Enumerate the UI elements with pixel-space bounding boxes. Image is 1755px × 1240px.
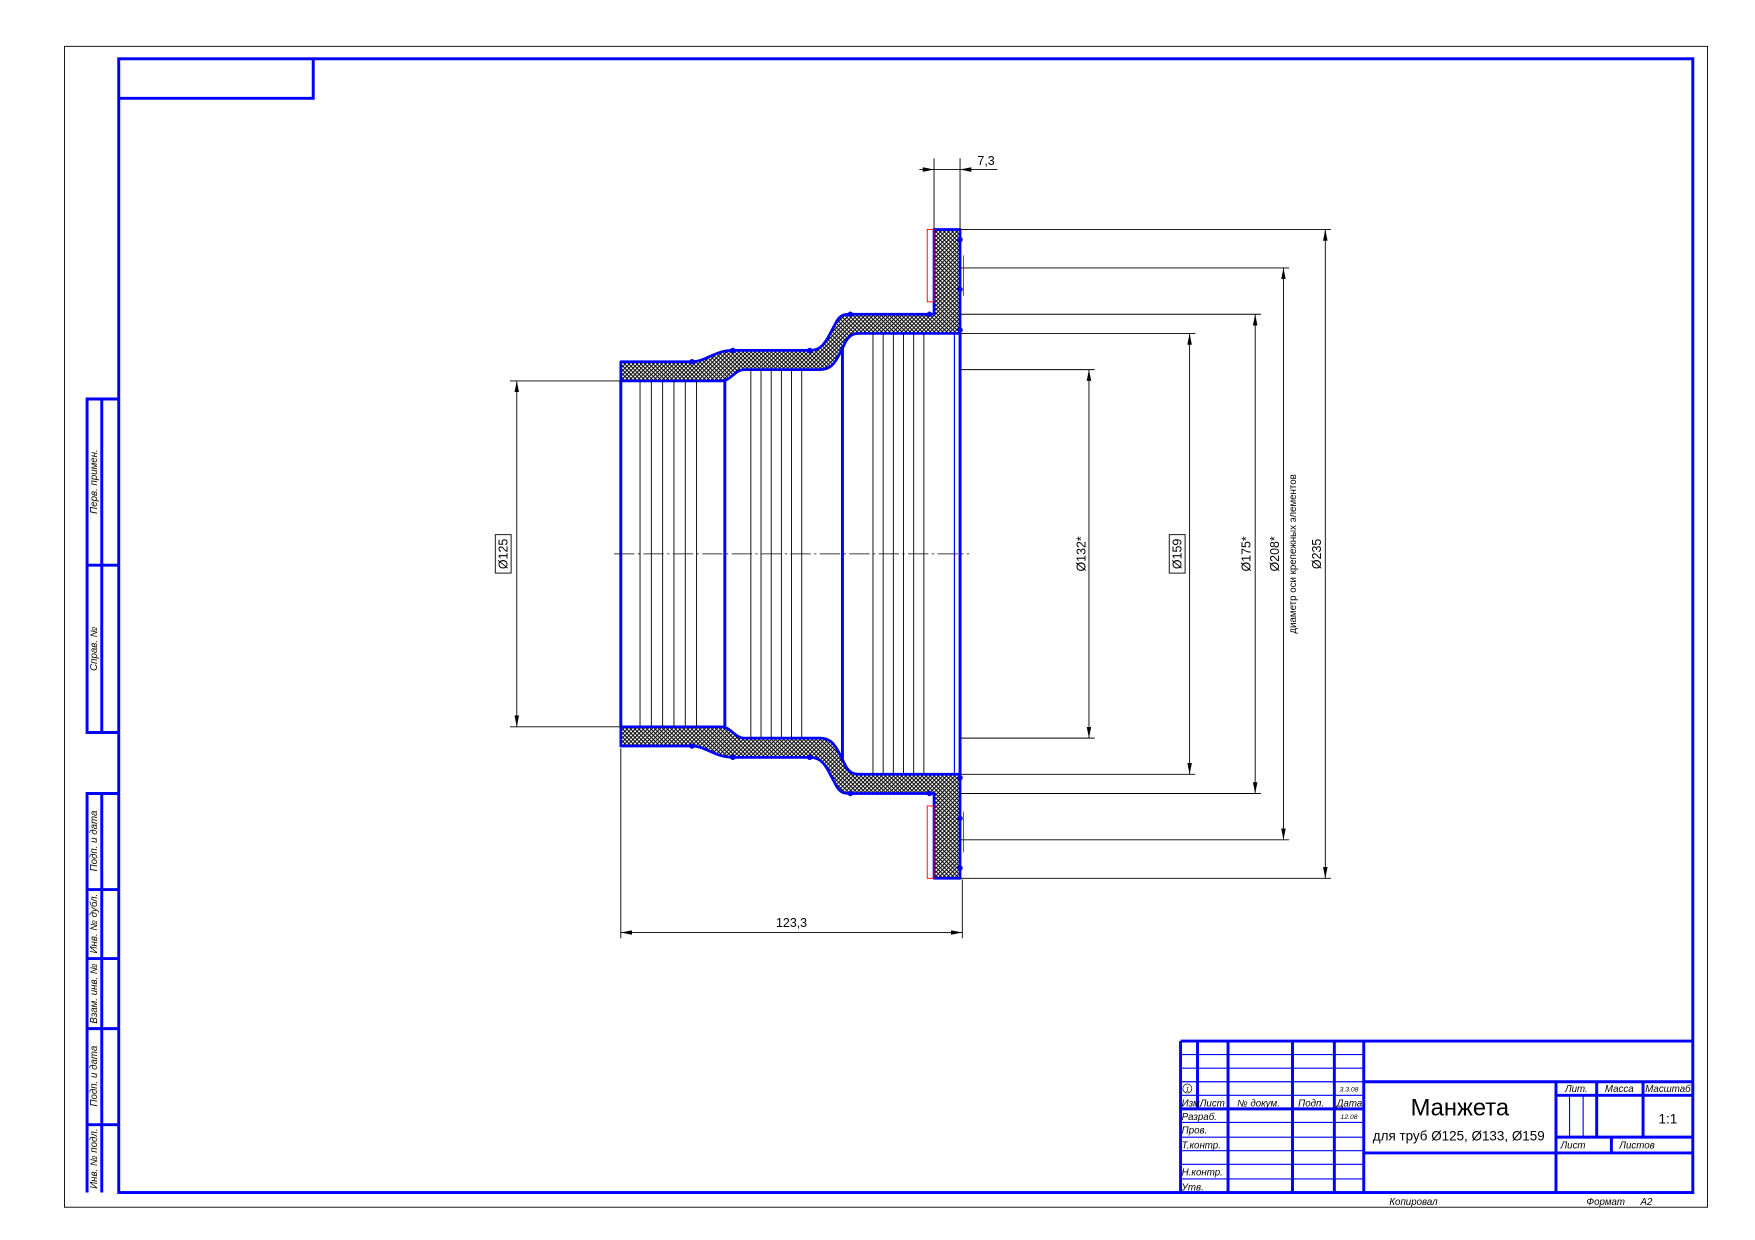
sheet-label: Лист: [1560, 1140, 1586, 1151]
copied-label: Копировал: [1389, 1197, 1438, 1208]
contour-node: [730, 347, 736, 354]
sheet-footer: Копировал Формат A2: [1389, 1197, 1653, 1208]
contour-node: [957, 286, 963, 293]
side-stamp-lower-grid: [85, 792, 119, 1193]
dim-outer-175: Ø175*: [960, 313, 1261, 794]
dim-flange-235-label: Ø235: [1310, 539, 1324, 569]
role-nkontr: Н.контр.: [1182, 1168, 1223, 1179]
dim-bolt-circle-note: диаметр оси крепежных элементов: [1288, 474, 1299, 633]
side-stamp-vzam-inv: Взам. инв. №: [89, 963, 100, 1024]
dim-reference-box: [1168, 534, 1186, 574]
role-tkontr: Т.контр.: [1182, 1140, 1221, 1151]
dim-arrow: [960, 167, 972, 172]
side-stamp-upper-grid: [85, 397, 119, 734]
dim-outer-175-label: Ø175*: [1240, 536, 1254, 571]
cuff-section: [614, 228, 970, 880]
side-stamp-podp-data-2: Подп. и дата: [89, 1045, 100, 1106]
side-stamp-podp-data-1: Подп. и дата: [89, 810, 100, 871]
dim-extension-line: [960, 267, 1290, 841]
top-left-box: [118, 58, 315, 100]
role-razrab: Разраб.: [1182, 1112, 1217, 1123]
dim-reference-box: [494, 534, 512, 574]
contour-node: [806, 347, 813, 354]
mass-label: Масса: [1605, 1084, 1634, 1095]
role-prov: Пров.: [1182, 1126, 1208, 1137]
dim-bore-125: Ø125: [494, 380, 621, 728]
title-block: 1 3.3.08 Изм. Лист № докум. Подп. Дата Р…: [1179, 1039, 1693, 1193]
side-stamp-sprav-no: Справ. №: [89, 626, 100, 671]
dim-flange-width: 7,3: [919, 154, 998, 230]
razrab-date: 12.08: [1341, 1114, 1358, 1121]
dim-extension-line: [960, 333, 1196, 775]
side-stamp-upper: Перв. примен. Справ. №: [85, 397, 119, 734]
format-label: Формат: [1586, 1197, 1625, 1208]
dim-bore-125-label: Ø125: [497, 539, 511, 569]
dim-length-label: 123,3: [776, 916, 807, 930]
contour-node: [689, 359, 695, 365]
dim-extension-line: [960, 369, 1095, 739]
dim-bore-132-label: Ø132*: [1075, 536, 1089, 571]
dim-bore-132: Ø132*: [960, 369, 1095, 739]
role-utv: Утв.: [1181, 1182, 1204, 1193]
dim-extension-line: [960, 313, 1261, 794]
side-stamp-lower: Подп. и дата Инв. № дубл. Взам. инв. № П…: [85, 792, 119, 1193]
drawing-frame: [117, 57, 1695, 1194]
revision-mark: 1: [1185, 1086, 1189, 1093]
contour-node: [847, 311, 854, 317]
revision-date: 3.3.08: [1340, 1086, 1359, 1093]
title-block-thin-lines: [1180, 1054, 1584, 1180]
contour-node: [957, 236, 963, 243]
format-value: A2: [1639, 1197, 1652, 1208]
header-data: Дата: [1336, 1099, 1363, 1110]
dim-extension-line: [960, 229, 1331, 879]
header-izm: Изм.: [1182, 1099, 1203, 1110]
flange-marking: [926, 229, 935, 303]
dim-flange-width-label: 7,3: [977, 154, 994, 168]
dim-bolt-circle-208: Ø208* диаметр оси крепежных элементов: [960, 267, 1299, 841]
side-stamp-inv-dubl: Инв. № дубл.: [89, 894, 100, 954]
dim-extension-line: [620, 748, 963, 939]
side-stamp-inv-podl: Инв. № подл.: [89, 1128, 100, 1188]
title-block-thick-lines: [1179, 1039, 1693, 1193]
contour-node: [957, 327, 963, 333]
header-doc-no: № докум.: [1237, 1099, 1280, 1110]
dim-bore-159: Ø159: [960, 333, 1196, 775]
dim-extension-line: [509, 380, 621, 728]
sheets-label: Листов: [1618, 1140, 1654, 1151]
header-podp: Подп.: [1298, 1099, 1324, 1110]
header-list: Лист: [1199, 1099, 1225, 1110]
part-subtitle: для труб Ø125, Ø133, Ø159: [1373, 1128, 1545, 1144]
lit-label: Лит.: [1564, 1084, 1588, 1095]
dim-extension-line: [933, 158, 961, 230]
side-stamp-perv-primen: Перв. примен.: [89, 449, 100, 514]
scale-value: 1:1: [1659, 1112, 1678, 1127]
revision-mark-circle: [1182, 1083, 1193, 1094]
part-name: Манжета: [1411, 1096, 1510, 1122]
dim-length: 123,3: [620, 748, 963, 939]
dim-arrow: [922, 167, 935, 172]
trim-frame: [64, 45, 1708, 1208]
scale-label: Масштаб: [1645, 1084, 1691, 1095]
dim-bolt-circle-208-label: Ø208*: [1268, 536, 1282, 571]
dim-bore-159-label: Ø159: [1171, 539, 1185, 569]
contour-node: [926, 311, 933, 317]
dim-flange-235: Ø235: [960, 229, 1331, 879]
